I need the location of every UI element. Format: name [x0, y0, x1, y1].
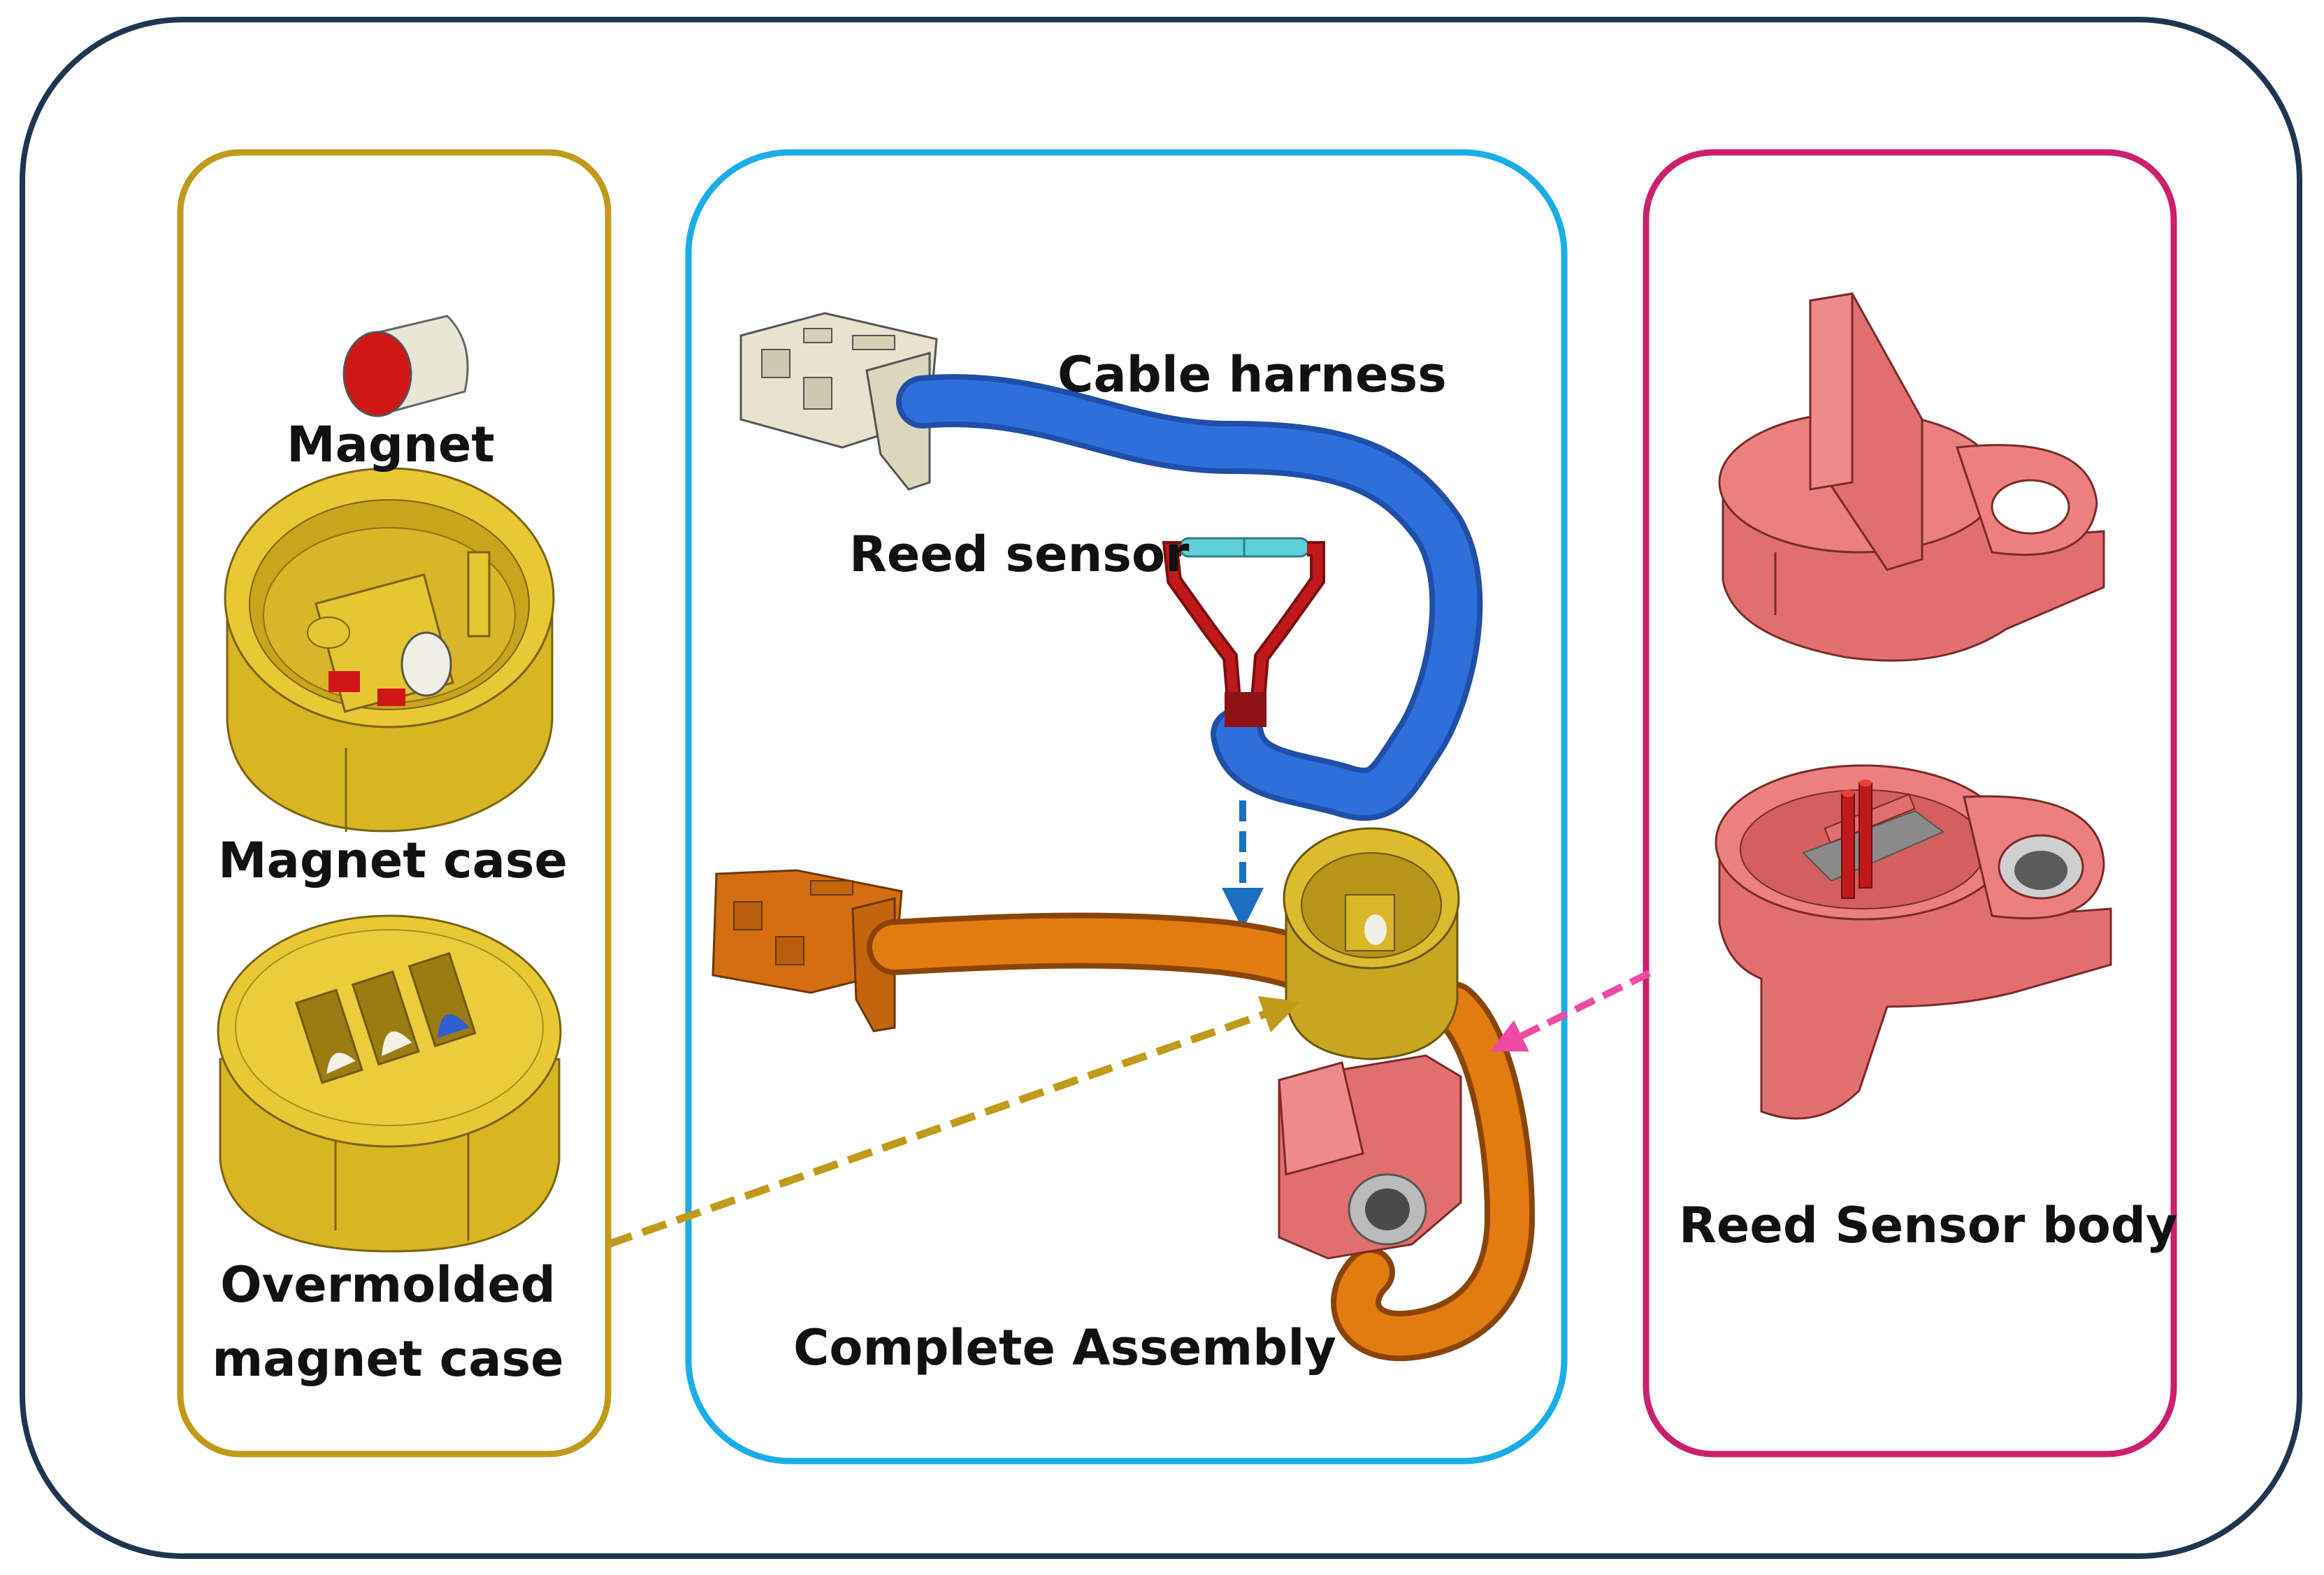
label-overmolded-line1: Overmolded — [220, 1256, 556, 1314]
reed-sensor-body-top — [1718, 292, 2105, 662]
label-overmolded-line2: magnet case — [212, 1330, 564, 1388]
label-complete-assembly: Complete Assembly — [793, 1319, 1336, 1376]
overmolded-magnet-case-part — [217, 914, 562, 1253]
assembly-sensor-body — [1278, 1054, 1462, 1260]
reed-sensor-part — [1162, 537, 1325, 727]
left-panel — [177, 149, 612, 1458]
arrow-overmolded-to-assembly — [607, 995, 1301, 1249]
outer-frame — [20, 17, 2302, 1559]
assembly-magnet-case — [1283, 827, 1460, 1060]
label-reed-sensor-body: Reed Sensor body — [1679, 1197, 2178, 1254]
label-magnet: Magnet — [287, 416, 495, 473]
label-cable-harness: Cable harness — [1058, 346, 1447, 403]
label-reed-sensor: Reed sensor — [849, 526, 1190, 583]
center-panel — [685, 149, 1568, 1465]
right-panel — [1643, 149, 2177, 1458]
arrow-body-to-assembly — [1490, 970, 1652, 1052]
magnet-case-part — [224, 467, 555, 833]
reed-sensor-body-bottom — [1715, 764, 2112, 1120]
magnet-part — [342, 315, 469, 417]
label-magnet-case: Magnet case — [218, 832, 568, 889]
